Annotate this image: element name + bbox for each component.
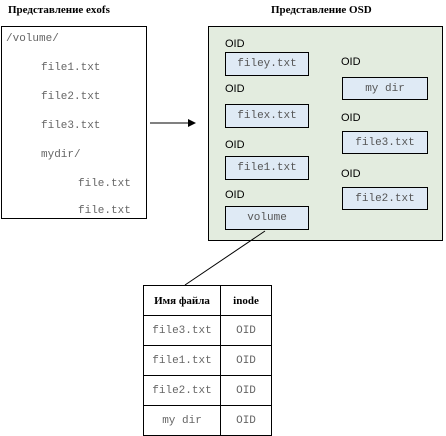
column-header-filename: Имя файла	[143, 285, 221, 316]
tree-item-mydir-file-2: file.txt	[78, 205, 131, 217]
tree-item-mydir-file-1: file.txt	[78, 178, 131, 190]
exofs-view-title: Представление exofs	[8, 4, 110, 16]
osd-object-filey: filey.txt	[225, 52, 309, 76]
column-header-inode: inode	[220, 285, 272, 316]
tree-item-file1: file1.txt	[41, 62, 101, 74]
osd-view-title: Представление OSD	[271, 4, 372, 16]
table-row: file3.txt OID	[143, 315, 272, 346]
tree-root-volume: /volume/	[6, 33, 59, 45]
table-row: my dir OID	[143, 405, 272, 436]
table-cell-filename: file2.txt	[143, 375, 221, 406]
table-header-row: Имя файла inode	[143, 285, 272, 316]
table-cell-inode: OID	[220, 315, 272, 346]
oid-label: OID	[341, 112, 361, 124]
table-row: file1.txt OID	[143, 345, 272, 376]
osd-object-file1: file1.txt	[225, 156, 309, 180]
oid-label: OID	[225, 38, 245, 50]
tree-item-mydir: mydir/	[41, 149, 81, 161]
table-cell-inode: OID	[220, 375, 272, 406]
oid-label: OID	[225, 83, 245, 95]
table-cell-filename: file1.txt	[143, 345, 221, 376]
osd-object-file2: file2.txt	[342, 187, 428, 210]
osd-object-filex: filex.txt	[225, 104, 309, 128]
tree-item-file2: file2.txt	[41, 91, 101, 103]
table-row: file2.txt OID	[143, 375, 272, 406]
inode-table: Имя файла inode file3.txt OID file1.txt …	[143, 285, 272, 436]
tree-item-file3: file3.txt	[41, 120, 101, 132]
table-cell-filename: file3.txt	[143, 315, 221, 346]
osd-object-volume: volume	[225, 206, 309, 230]
osd-object-file3: file3.txt	[342, 131, 428, 154]
exofs-tree-panel: /volume/ file1.txt file2.txt file3.txt m…	[1, 26, 147, 219]
oid-label: OID	[225, 139, 245, 151]
oid-label: OID	[341, 168, 361, 180]
oid-label: OID	[225, 189, 245, 201]
table-cell-inode: OID	[220, 345, 272, 376]
table-cell-inode: OID	[220, 405, 272, 436]
osd-panel: OID filey.txt OID filex.txt OID file1.tx…	[208, 26, 443, 241]
osd-object-mydir: my dir	[342, 77, 428, 100]
oid-label: OID	[341, 56, 361, 68]
table-cell-filename: my dir	[143, 405, 221, 436]
